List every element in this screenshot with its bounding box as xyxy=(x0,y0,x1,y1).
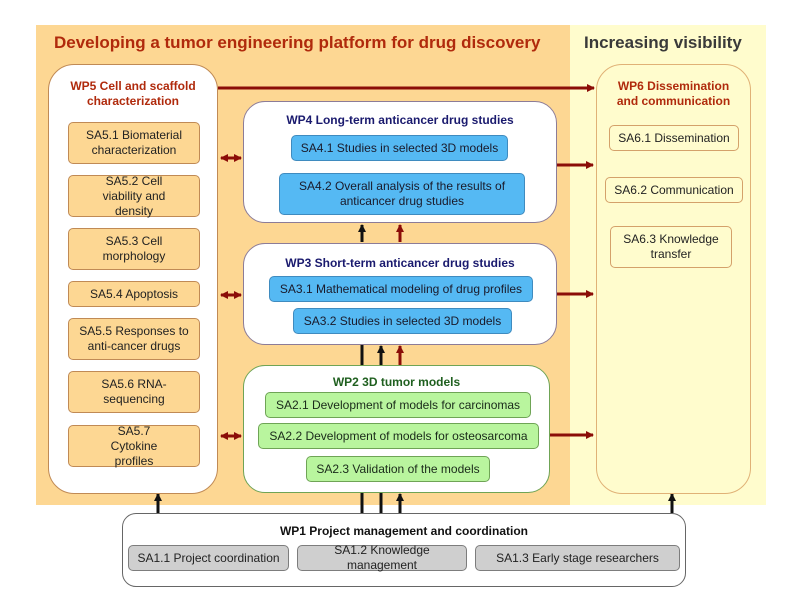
sa2-1[interactable]: SA2.1 Development of models for carcinom… xyxy=(265,392,531,418)
sa3-2[interactable]: SA3.2 Studies in selected 3D models xyxy=(293,308,512,334)
sa1-2[interactable]: SA1.2 Knowledge management xyxy=(297,543,467,572)
sa6-3[interactable]: SA6.3 Knowledge transfer xyxy=(610,226,732,268)
section-title-visibility: Increasing visibility xyxy=(584,33,742,52)
sa5-2[interactable]: SA5.2 Cell viability and density xyxy=(68,174,200,218)
sa6-2[interactable]: SA6.2 Communication xyxy=(605,177,743,203)
wp1-box[interactable]: WP1 Project management and coordination … xyxy=(122,513,686,587)
wp3-title: WP3 Short-term anticancer drug studies xyxy=(285,256,515,270)
sa3-1[interactable]: SA3.1 Mathematical modeling of drug prof… xyxy=(269,276,533,302)
wp4-title: WP4 Long-term anticancer drug studies xyxy=(286,113,514,127)
wp2-title: WP2 3D tumor models xyxy=(332,375,461,389)
sa2-2[interactable]: SA2.2 Development of models for osteosar… xyxy=(258,423,539,449)
wp6-title: WP6 Dissemination and communication xyxy=(616,79,731,108)
sa2-3[interactable]: SA2.3 Validation of the models xyxy=(306,456,490,482)
sa5-4[interactable]: SA5.4 Apoptosis xyxy=(68,281,200,307)
sa4-2[interactable]: SA4.2 Overall analysis of the results of… xyxy=(279,173,525,215)
wp1-title: WP1 Project management and coordination xyxy=(279,524,529,538)
sa1-1[interactable]: SA1.1 Project coordination xyxy=(128,545,289,571)
sa1-3[interactable]: SA1.3 Early stage researchers xyxy=(475,545,680,571)
wp3-box[interactable]: WP3 Short-term anticancer drug studies S… xyxy=(243,243,557,345)
sa6-1[interactable]: SA6.1 Dissemination xyxy=(609,125,739,151)
wp5-title: WP5 Cell and scaffold characterization xyxy=(70,79,196,108)
wp6-box[interactable]: WP6 Dissemination and communication SA6.… xyxy=(596,64,751,494)
sa5-7[interactable]: SA5.7 Cytokine profiles xyxy=(68,424,200,468)
wp5-box[interactable]: WP5 Cell and scaffold characterization S… xyxy=(48,64,218,494)
sa4-1[interactable]: SA4.1 Studies in selected 3D models xyxy=(291,135,508,161)
wp4-box[interactable]: WP4 Long-term anticancer drug studies SA… xyxy=(243,101,557,223)
sa5-1[interactable]: SA5.1 Biomaterial characterization xyxy=(68,122,200,164)
sa5-3[interactable]: SA5.3 Cell morphology xyxy=(68,228,200,270)
sa5-6[interactable]: SA5.6 RNA-sequencing xyxy=(68,371,200,413)
section-title-drug-discovery: Developing a tumor engineering platform … xyxy=(54,33,541,52)
wp2-box[interactable]: WP2 3D tumor models SA2.1 Development of… xyxy=(243,365,550,493)
sa5-5[interactable]: SA5.5 Responses to anti-cancer drugs xyxy=(68,318,200,360)
